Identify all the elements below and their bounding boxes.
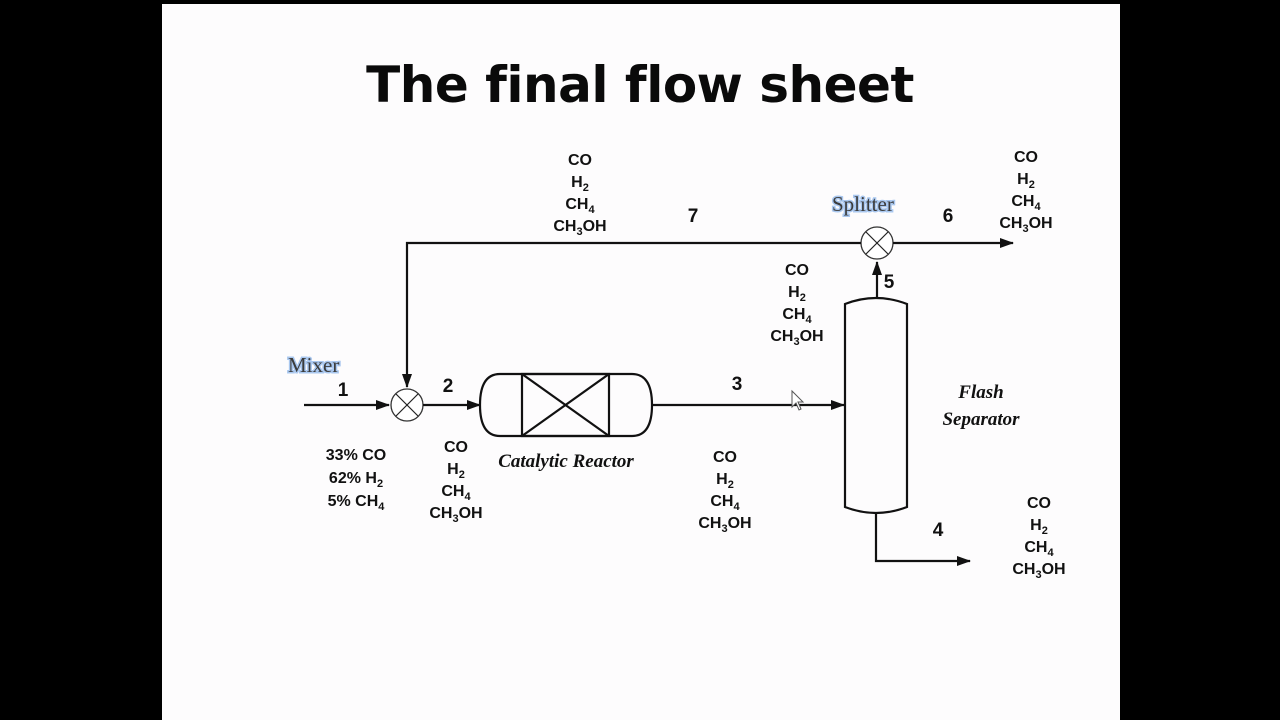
stream-1-ch4: 5% CH4	[328, 493, 386, 513]
stream-3-species-h2: H2	[716, 471, 734, 491]
slide-title: The final flow sheet	[366, 56, 914, 114]
stream-6-species-ch4: CH4	[1011, 193, 1041, 213]
stream-7-species-ch3oh: CH3OH	[553, 218, 606, 238]
catalytic-reactor-symbol	[478, 372, 654, 438]
stream-4-line	[874, 513, 971, 566]
stream-3-species-ch3oh: CH3OH	[698, 515, 751, 535]
stream-4-number: 4	[933, 520, 944, 541]
stream-2-number: 2	[443, 376, 454, 397]
mixer-symbol	[390, 388, 424, 422]
stream-4-species-co: CO	[1027, 495, 1051, 512]
stream-4-species-ch3oh: CH3OH	[1012, 561, 1065, 581]
mixer-label: Mixer	[288, 353, 339, 377]
splitter-label: Splitter	[832, 192, 894, 216]
reactor-label: Catalytic Reactor	[498, 451, 634, 472]
stream-4-species-ch4: CH4	[1024, 539, 1054, 559]
stream-7-recycle-line	[402, 241, 861, 388]
stream-6-species-ch3oh: CH3OH	[999, 215, 1052, 235]
stream-2-species-h2: H2	[447, 461, 465, 481]
stream-3-number: 3	[732, 374, 743, 395]
mouse-pointer-icon	[791, 389, 805, 411]
stream-6-species-co: CO	[1014, 149, 1038, 166]
stream-4-species-h2: H2	[1030, 517, 1048, 537]
stream-1-number: 1	[338, 380, 349, 401]
stream-3-species-ch4: CH4	[710, 493, 740, 513]
stream-1-co: 33% CO	[326, 447, 386, 464]
stream-1-composition: 33% CO 62% H2 5% CH4	[326, 447, 386, 513]
stream-6-species-h2: H2	[1017, 171, 1035, 191]
stream-5-species-co: CO	[785, 262, 809, 279]
stream-2-species-co: CO	[444, 439, 468, 456]
stream-2-species-ch3oh: CH3OH	[429, 505, 482, 525]
stream-7-number: 7	[688, 206, 699, 227]
stream-5-number: 5	[884, 272, 895, 293]
stream-5-species-ch4: CH4	[782, 306, 812, 326]
stream-7-species-h2: H2	[571, 174, 589, 194]
stream-7-species-ch4: CH4	[565, 196, 595, 216]
stream-5-species-ch3oh: CH3OH	[770, 328, 823, 348]
stream-5-species-h2: H2	[788, 284, 806, 304]
stream-2-species-ch4: CH4	[441, 483, 471, 503]
stream-6-number: 6	[943, 206, 954, 227]
stream-7-species-co: CO	[568, 152, 592, 169]
separator-label-line1: Flash	[957, 382, 1003, 403]
separator-label-line2: Separator	[942, 409, 1020, 430]
stream-3-species-co: CO	[713, 449, 737, 466]
stream-1-h2: 62% H2	[329, 470, 383, 490]
flash-separator-symbol	[843, 296, 909, 515]
slide	[162, 4, 1120, 720]
splitter-symbol	[860, 226, 894, 260]
